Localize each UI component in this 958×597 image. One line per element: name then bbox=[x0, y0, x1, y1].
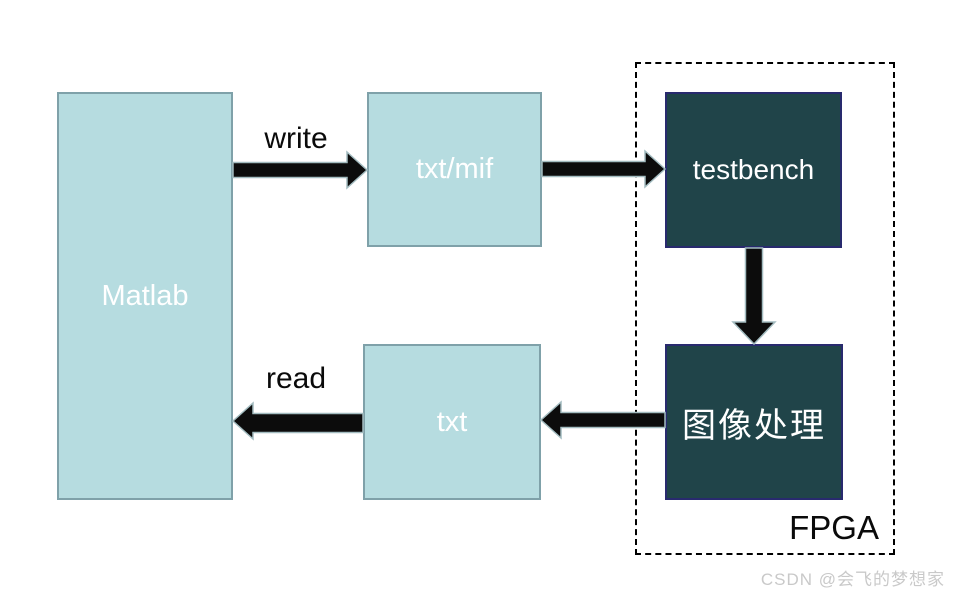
arrow-matlab-to-txtmif bbox=[232, 150, 369, 190]
node-txt-mif: txt/mif bbox=[367, 92, 542, 247]
node-testbench: testbench bbox=[665, 92, 842, 248]
edge-label-read: read bbox=[265, 362, 327, 395]
fpga-group-outline: FPGA bbox=[635, 62, 895, 555]
fpga-group-label: FPGA bbox=[789, 509, 879, 546]
node-txt-label: txt bbox=[436, 405, 468, 438]
node-txt: txt bbox=[363, 344, 541, 500]
node-txt-mif-label: txt/mif bbox=[415, 153, 494, 185]
arrow-txt-to-matlab bbox=[231, 401, 364, 441]
csdn-watermark: CSDN @会飞的梦想家 bbox=[760, 570, 945, 589]
edge-label-write: write bbox=[264, 122, 328, 155]
node-image-processing: 图像处理 bbox=[665, 344, 843, 500]
node-image-processing-label: 图像处理 bbox=[682, 407, 826, 445]
node-matlab-label: Matlab bbox=[101, 279, 189, 312]
node-testbench-label: testbench bbox=[692, 154, 815, 185]
node-matlab: Matlab bbox=[57, 92, 233, 500]
